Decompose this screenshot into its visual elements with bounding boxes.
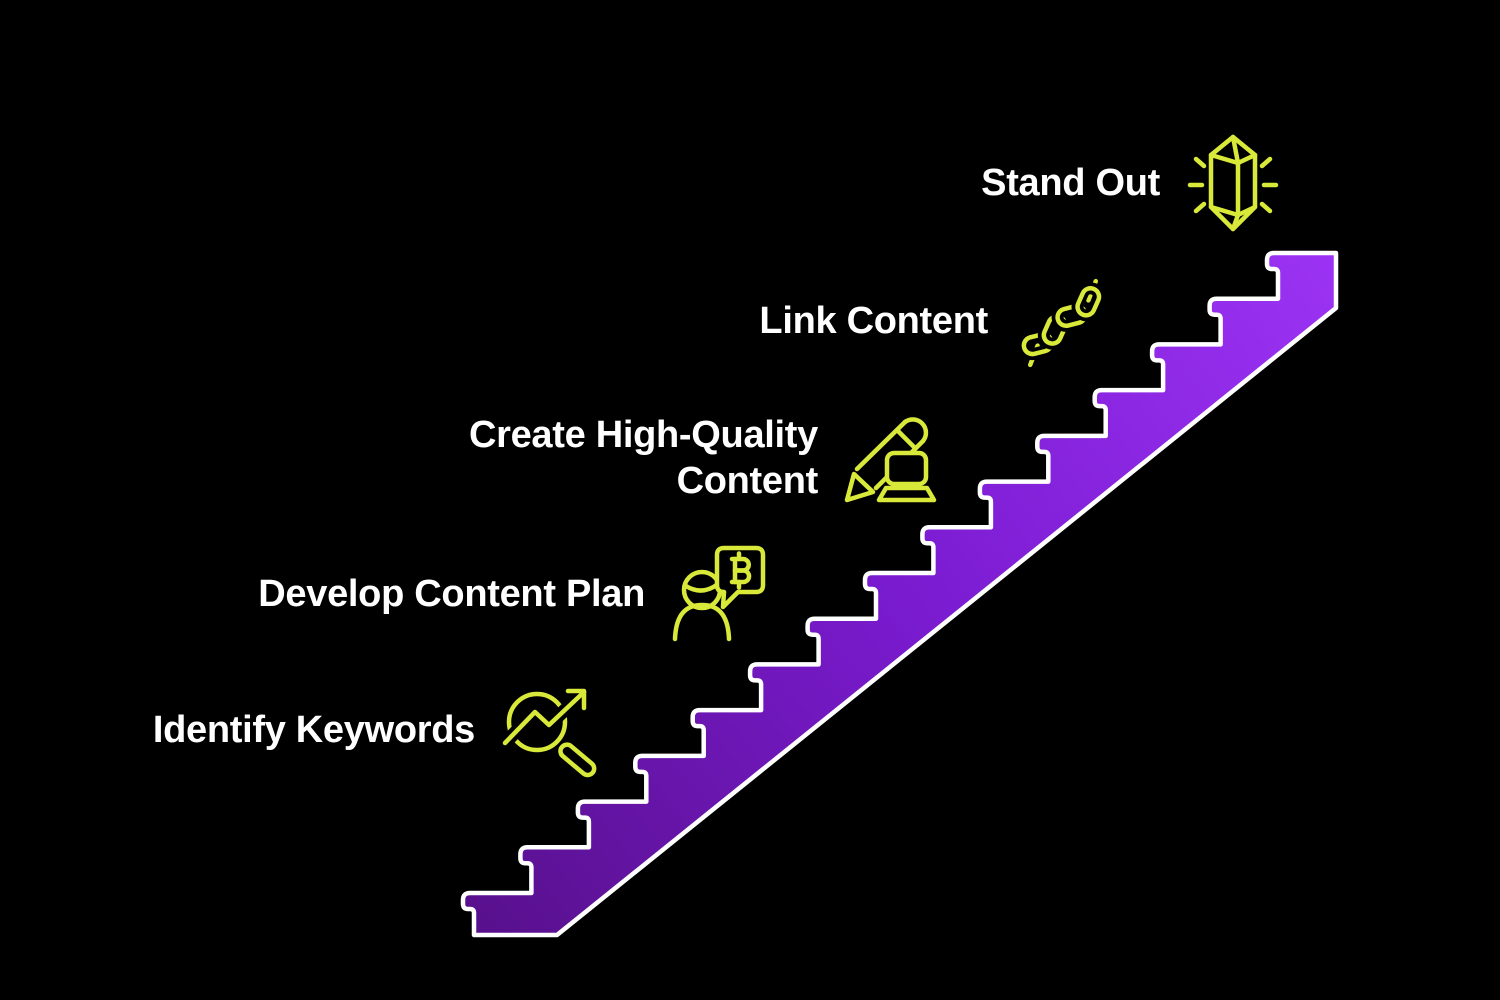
chain-link-icon: [1017, 278, 1106, 368]
pencil-band: [894, 427, 917, 450]
step-label-create-high-quality-content: Create High-Quality Content: [468, 414, 818, 502]
pencil-tip: [844, 471, 876, 503]
pencil-ink-icon: [844, 417, 937, 503]
speech-bubble: [714, 545, 766, 610]
trend-arrowhead: [565, 688, 587, 711]
person-shoulders: [672, 602, 732, 642]
gem-sparkle-icon: [1187, 134, 1279, 232]
gem-top-facet: [1208, 152, 1258, 166]
ink-pot-base: [876, 485, 937, 503]
gem-top-edge: [1230, 134, 1241, 166]
chain-link: [1071, 282, 1106, 322]
step-label-link-content: Link Content: [759, 300, 988, 342]
sparkle-rays: [1187, 156, 1279, 214]
ink-pot-top: [884, 450, 929, 487]
magnifier-trend-icon: [498, 685, 597, 778]
gem-bottom-edge: [1230, 212, 1241, 232]
step-label-stand-out: Stand Out: [981, 162, 1160, 204]
trend-line: [502, 689, 587, 746]
staircase-path: [460, 250, 1339, 938]
step-label-develop-content-plan: Develop Content Plan: [258, 573, 645, 615]
bitcoin-symbol: [729, 551, 752, 590]
step-label-identify-keywords: Identify Keywords: [152, 709, 475, 751]
person-hair-line: [683, 581, 721, 593]
magnifier-lens: [506, 691, 568, 753]
magnifier-handle: [558, 742, 597, 778]
person-speech-bitcoin-icon: [672, 545, 766, 642]
pencil-cap: [902, 417, 929, 444]
